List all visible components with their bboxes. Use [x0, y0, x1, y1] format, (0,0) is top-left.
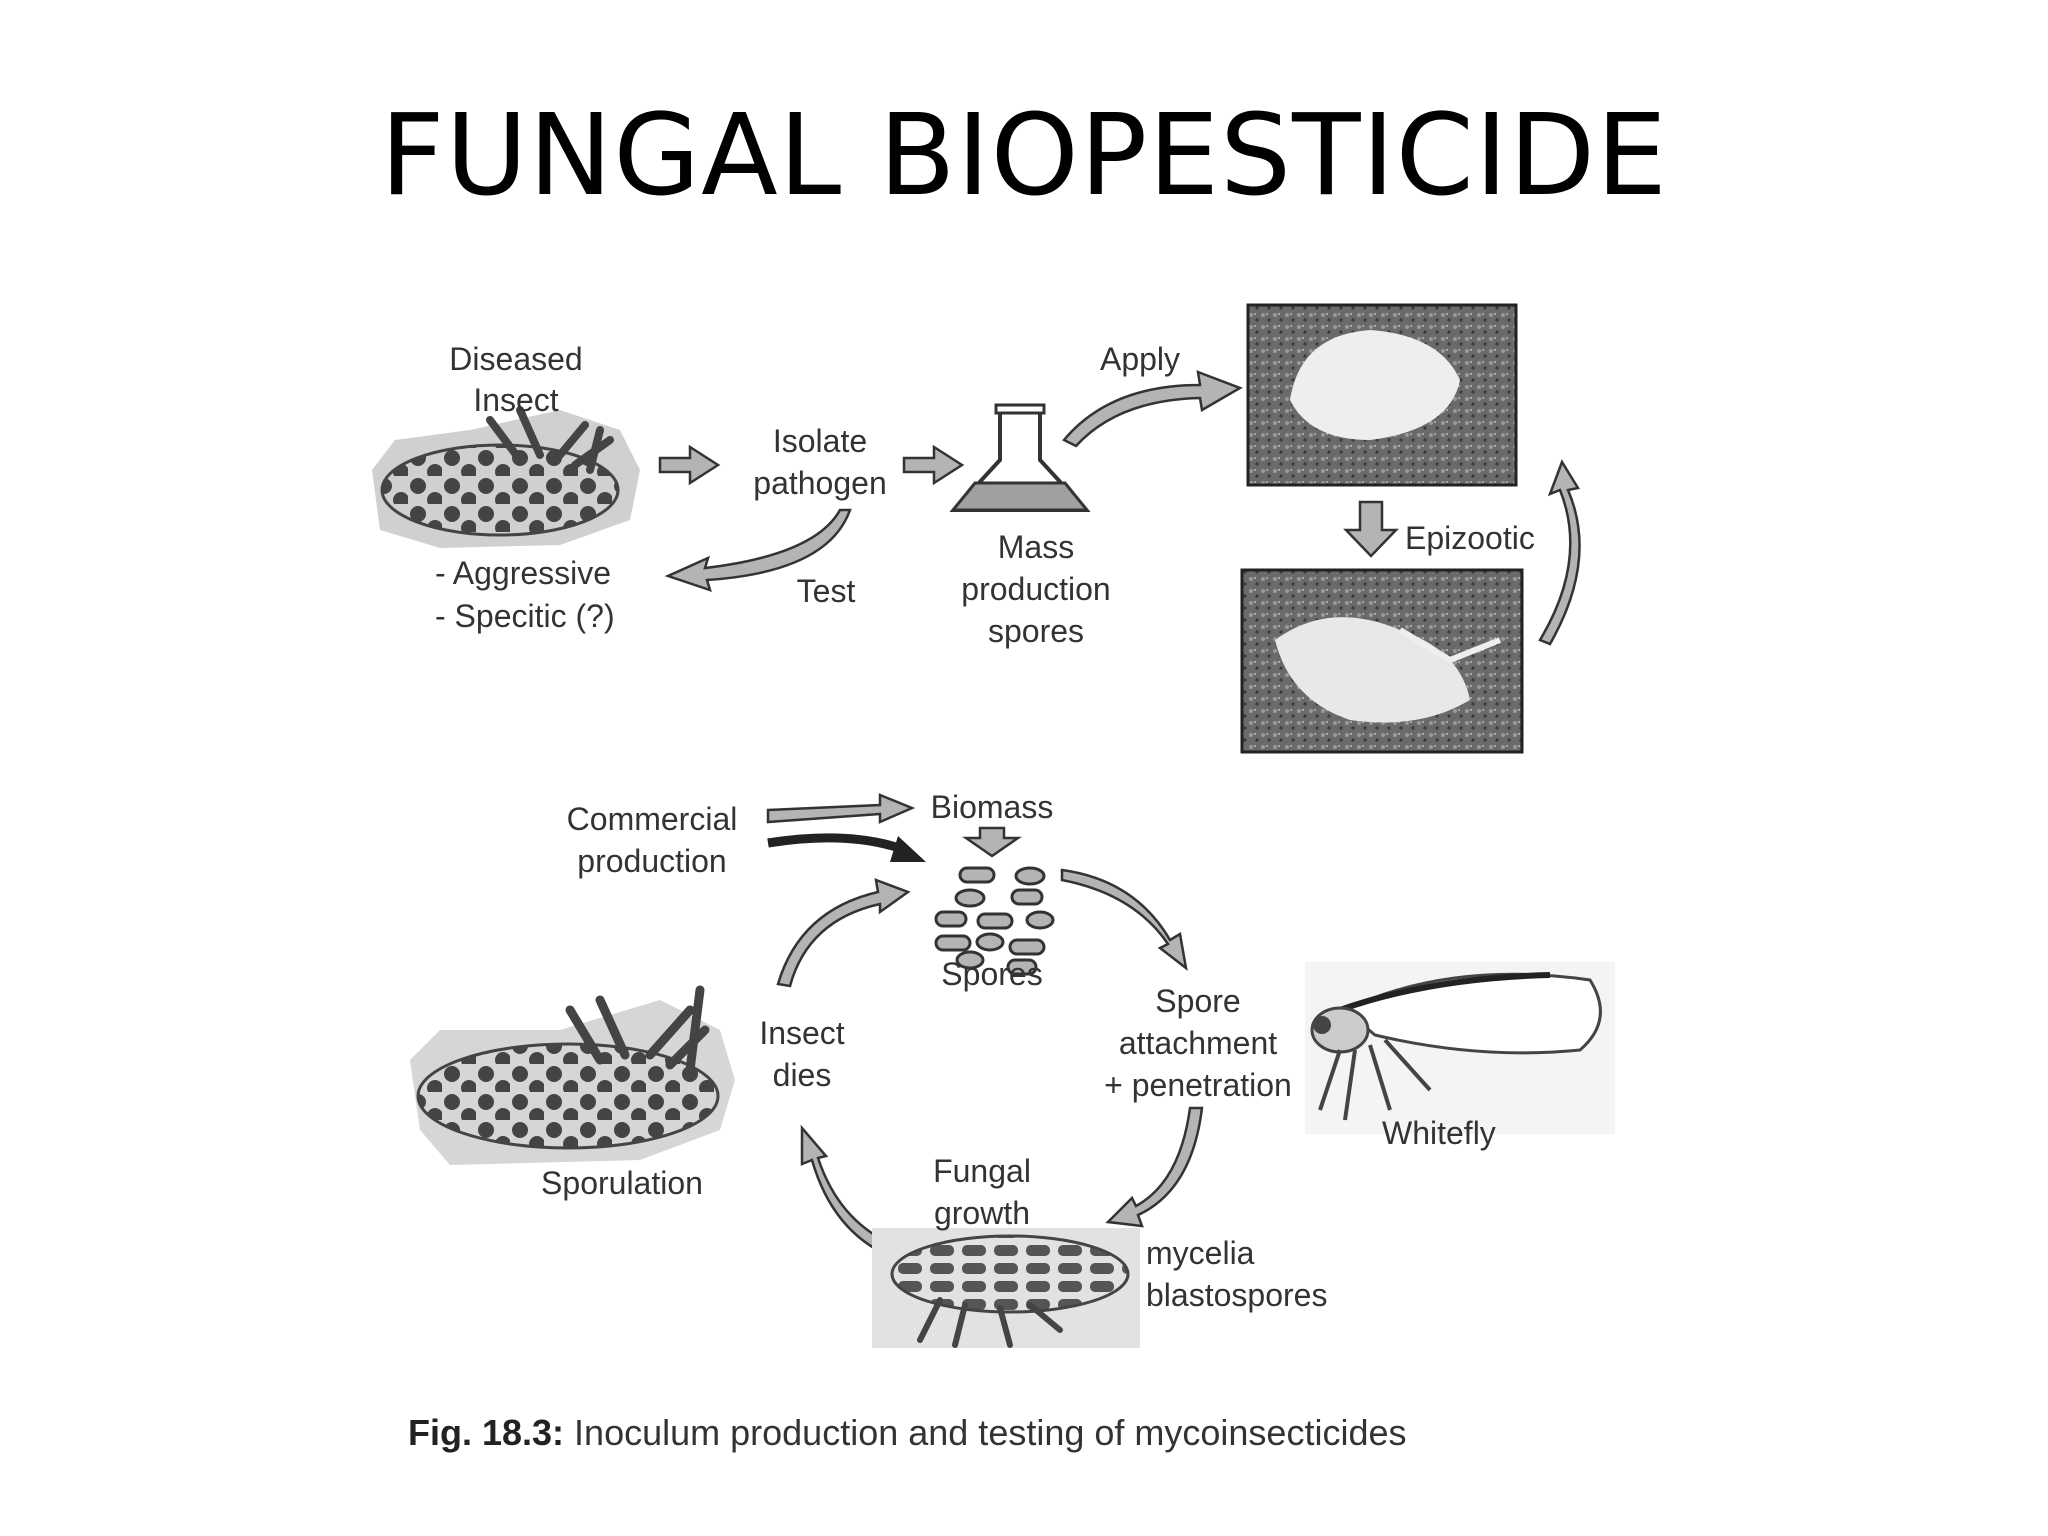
flask-icon — [949, 403, 1091, 512]
figure-number: Fig. 18.3: — [408, 1412, 565, 1453]
insect-photo-bottom — [1240, 568, 1524, 754]
epizootic-label: Epizootic — [1405, 520, 1535, 556]
cycle-arrow-to-growth — [1105, 1106, 1204, 1228]
aggressive-specific-label: - Aggressive- Specitic (?) — [435, 555, 615, 634]
page-title: FUNGAL BIOPESTICIDE — [380, 91, 1668, 221]
cycle-arrow-to-attachment — [1060, 868, 1188, 971]
insect-photo-top — [1246, 303, 1518, 487]
return-arrow — [1538, 459, 1581, 646]
test-label: Test — [797, 573, 856, 609]
apply-label: Apply — [1100, 341, 1180, 377]
apply-arrow — [1062, 370, 1243, 448]
figure-caption-text: Inoculum production and testing of mycoi… — [564, 1412, 1407, 1453]
spores-label: Spores — [941, 956, 1042, 992]
biomass-label: Biomass — [931, 789, 1054, 825]
spores-cluster — [934, 866, 1055, 976]
whitefly-illustration — [1305, 962, 1615, 1134]
arrow-to-flask — [902, 444, 965, 486]
epizootic-arrow — [1343, 500, 1399, 558]
sporulation-insect-illustration — [410, 985, 735, 1165]
biomass-down-arrow — [961, 826, 1023, 858]
fungal-growth-insect-illustration — [872, 1228, 1140, 1348]
commercial-curved-arrow — [767, 833, 907, 855]
diseased-insect-illustration — [372, 406, 640, 548]
figure-caption: Fig. 18.3: Inoculum production and testi… — [408, 1412, 1407, 1454]
cycle-arrow-to-spores — [776, 878, 911, 988]
whitefly-label: Whitefly — [1382, 1115, 1496, 1151]
commercial-arrow — [766, 793, 916, 824]
arrow-to-isolate — [658, 444, 721, 486]
sporulation-label: Sporulation — [541, 1165, 703, 1201]
test-arrow — [664, 508, 852, 592]
